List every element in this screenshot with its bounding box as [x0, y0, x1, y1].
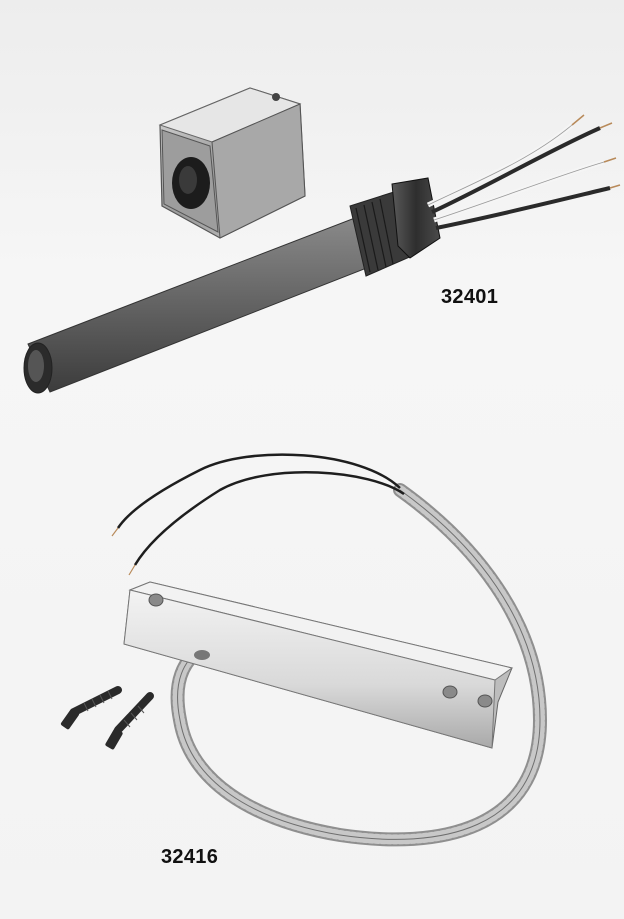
armored-cable [170, 483, 548, 847]
part-number-top: 32401 [441, 286, 499, 308]
lead-wires [111, 453, 405, 576]
reed-switch-rod [23, 114, 621, 394]
screw-right [105, 692, 154, 750]
steel-housing [158, 87, 306, 239]
screw-left [60, 686, 122, 730]
screws [60, 686, 154, 750]
part-number-bottom: 32416 [161, 846, 219, 868]
mounting-bar [123, 581, 514, 749]
